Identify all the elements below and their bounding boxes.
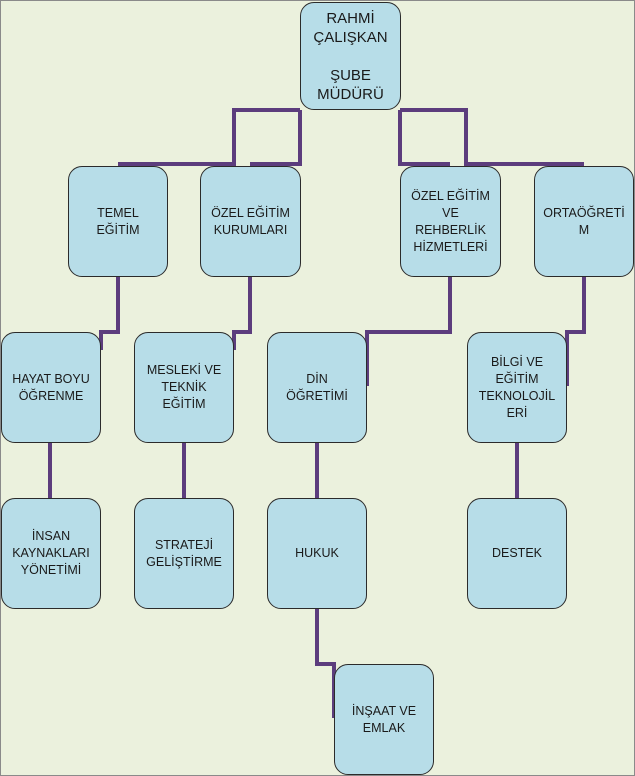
box-insan-kaynaklari[interactable]: İNSAN KAYNAKLARI YÖNETİMİ	[1, 498, 101, 609]
box-ozel-egitim-kurumlari-label: ÖZEL EĞİTİM KURUMLARI	[211, 205, 290, 237]
box-mesleki-teknik[interactable]: MESLEKİ VE TEKNİK EĞİTİM	[134, 332, 234, 443]
connector-hukuk-insaat	[315, 609, 336, 718]
connector-temel-hayat	[99, 277, 120, 350]
box-ozel-egitim-rehberlik-label: ÖZEL EĞİTİM VE REHBERLİK HİZMETLERİ	[411, 188, 490, 254]
box-hayat-boyu-ogrenme-label: HAYAT BOYU ÖĞRENME	[12, 371, 90, 403]
box-ozel-egitim-kurumlari[interactable]: ÖZEL EĞİTİM KURUMLARI	[200, 166, 301, 277]
connector-root-ozel-kurum	[250, 110, 302, 166]
connector-ozel-kurum-mesleki	[232, 277, 252, 350]
connector-ortaogretim-bilgi	[565, 277, 586, 386]
box-din-ogretimi-label: DİN ÖĞRETİMİ	[286, 371, 348, 403]
connector-ozel-rehber-din	[365, 277, 452, 386]
box-temel-egitim-label: TEMEL EĞİTİM	[96, 205, 140, 237]
connector-root-ortaogretim	[400, 108, 584, 166]
box-sube-muduru[interactable]: RAHMİ ÇALIŞKAN ŞUBE MÜDÜRÜ	[300, 2, 401, 110]
box-insan-kaynaklari-label: İNSAN KAYNAKLARI YÖNETİMİ	[12, 529, 90, 577]
box-hayat-boyu-ogrenme[interactable]: HAYAT BOYU ÖĞRENME	[1, 332, 101, 443]
box-insaat-emlak-label: İNŞAAT VE EMLAK	[351, 703, 417, 735]
box-sube-muduru-label: RAHMİ ÇALIŞKAN ŞUBE MÜDÜRÜ	[313, 9, 388, 103]
box-ortaogretim-label: ORTAÖĞRETİ M	[543, 205, 625, 237]
box-destek[interactable]: DESTEK	[467, 498, 567, 609]
box-din-ogretimi[interactable]: DİN ÖĞRETİMİ	[267, 332, 367, 443]
box-ozel-egitim-rehberlik[interactable]: ÖZEL EĞİTİM VE REHBERLİK HİZMETLERİ	[400, 166, 501, 277]
box-mesleki-teknik-label: MESLEKİ VE TEKNİK EĞİTİM	[146, 363, 222, 411]
box-destek-label: DESTEK	[491, 546, 542, 560]
connector-root-ozel-rehber	[398, 110, 450, 166]
connector-root-temel	[118, 108, 300, 166]
box-bilgi-egitim-teknolojileri[interactable]: BİLGİ VE EĞİTİM TEKNOLOJİL ERİ	[467, 332, 567, 443]
box-strateji-gelistirme-label: STRATEJİ GELİŞTİRME	[146, 537, 222, 569]
box-hukuk[interactable]: HUKUK	[267, 498, 367, 609]
box-ortaogretim[interactable]: ORTAÖĞRETİ M	[534, 166, 634, 277]
box-strateji-gelistirme[interactable]: STRATEJİ GELİŞTİRME	[134, 498, 234, 609]
box-insaat-emlak[interactable]: İNŞAAT VE EMLAK	[334, 664, 434, 775]
box-bilgi-egitim-teknolojileri-label: BİLGİ VE EĞİTİM TEKNOLOJİL ERİ	[478, 354, 556, 420]
box-temel-egitim[interactable]: TEMEL EĞİTİM	[68, 166, 168, 277]
box-hukuk-label: HUKUK	[295, 546, 339, 560]
